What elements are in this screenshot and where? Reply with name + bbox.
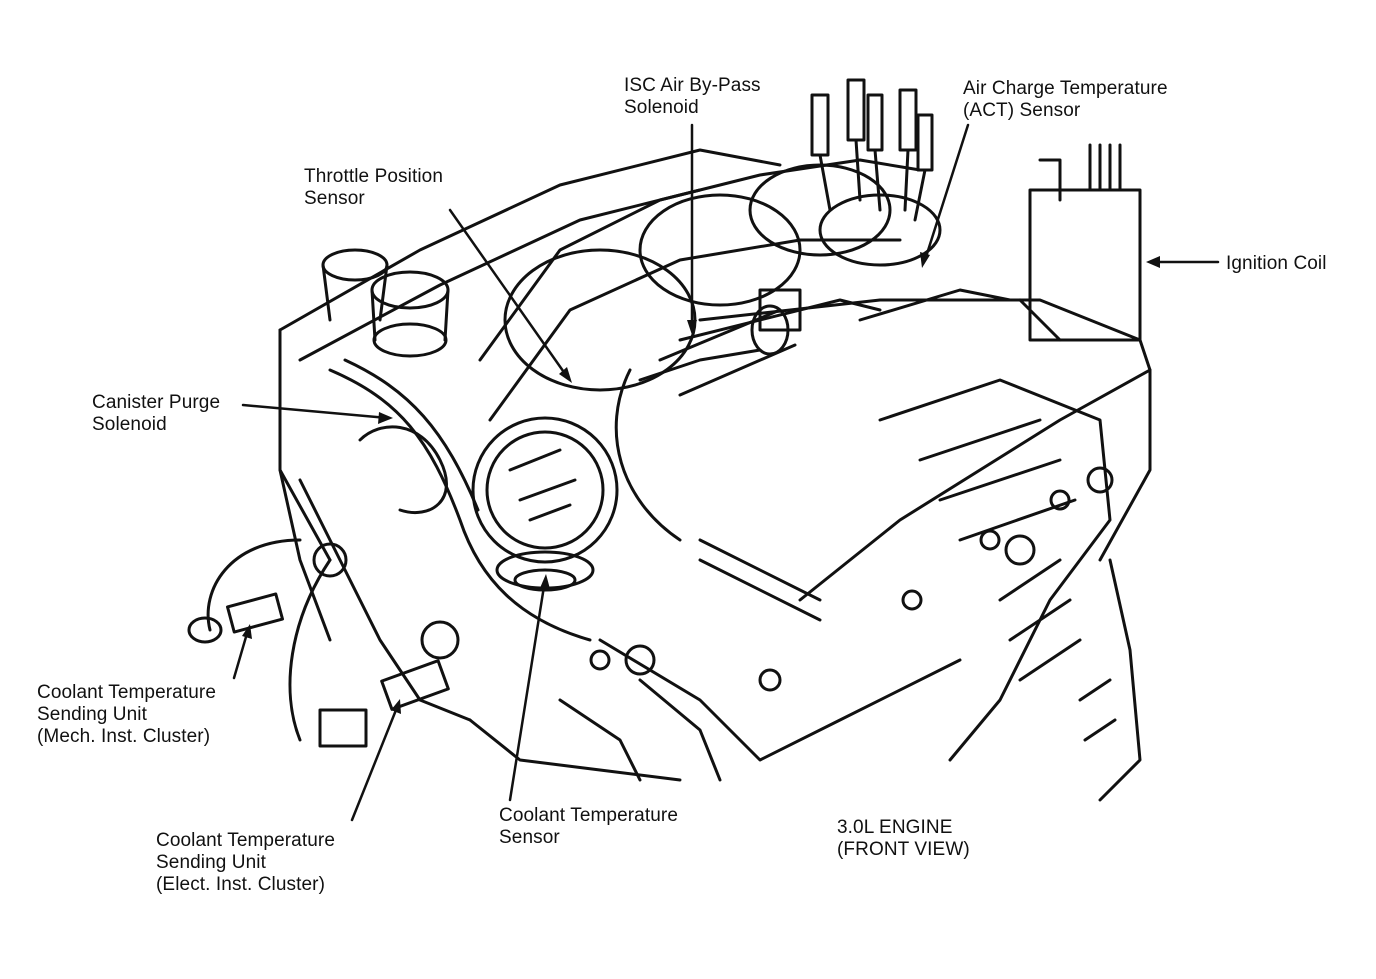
leader-coolant: [508, 578, 547, 802]
intake-plenum: [478, 158, 922, 422]
label-canister-purge-solenoid: Canister Purge Solenoid: [92, 392, 220, 436]
isc-solenoid-body: [658, 288, 802, 397]
wiring-harness: [328, 288, 1012, 642]
label-line: Coolant Temperature: [499, 805, 678, 826]
leader-tps: [448, 208, 570, 380]
leader-act: [923, 123, 970, 262]
leader-canister: [241, 403, 390, 420]
leader-lines: [232, 123, 1220, 822]
caption-engine-front-view: 3.0L ENGINE (FRONT VIEW): [837, 817, 970, 861]
label-coolant-sending-unit-elect: Coolant Temperature Sending Unit (Elect.…: [156, 830, 335, 896]
label-line: ISC Air By-Pass: [624, 75, 761, 96]
label-line: Canister Purge: [92, 392, 221, 413]
label-coolant-sending-unit-mech: Coolant Temperature Sending Unit (Mech. …: [37, 682, 216, 748]
label-line: Solenoid: [624, 97, 699, 118]
label-ignition-coil: Ignition Coil: [1226, 253, 1327, 275]
label-line: Sending Unit: [156, 852, 266, 873]
sending-unit-elect: [288, 558, 450, 748]
sending-unit-mech: [187, 538, 302, 644]
label-throttle-position-sensor: Throttle Position Sensor: [304, 166, 443, 210]
label-line: Sensor: [304, 188, 365, 209]
engine-block: [278, 148, 1152, 802]
distributor: [810, 78, 942, 267]
ignition-coil-body: [1018, 143, 1142, 342]
label-isc-air-bypass-solenoid: ISC Air By-Pass Solenoid: [624, 75, 761, 119]
caption-line: (FRONT VIEW): [837, 839, 970, 860]
caption-line: 3.0L ENGINE: [837, 817, 953, 838]
label-coolant-temperature-sensor: Coolant Temperature Sensor: [499, 805, 678, 849]
bolt-heads: [312, 466, 1114, 692]
label-line: Coolant Temperature: [156, 830, 335, 851]
label-line: Throttle Position: [304, 166, 443, 187]
throttle-body: [471, 416, 619, 564]
label-line: Ignition Coil: [1226, 253, 1327, 274]
label-line: (ACT) Sensor: [963, 100, 1081, 121]
label-line: Coolant Temperature: [37, 682, 216, 703]
label-line: Air Charge Temperature: [963, 78, 1168, 99]
label-line: Sensor: [499, 827, 560, 848]
label-line: Sending Unit: [37, 704, 147, 725]
leader-mech: [232, 628, 250, 680]
label-line: (Mech. Inst. Cluster): [37, 726, 211, 747]
oil-filler-cap: [321, 248, 450, 358]
label-act-sensor: Air Charge Temperature (ACT) Sensor: [963, 78, 1168, 122]
label-line: Solenoid: [92, 414, 167, 435]
leader-arrowheads: [242, 252, 1160, 714]
label-line: (Elect. Inst. Cluster): [156, 874, 326, 895]
leader-elect: [350, 703, 400, 822]
